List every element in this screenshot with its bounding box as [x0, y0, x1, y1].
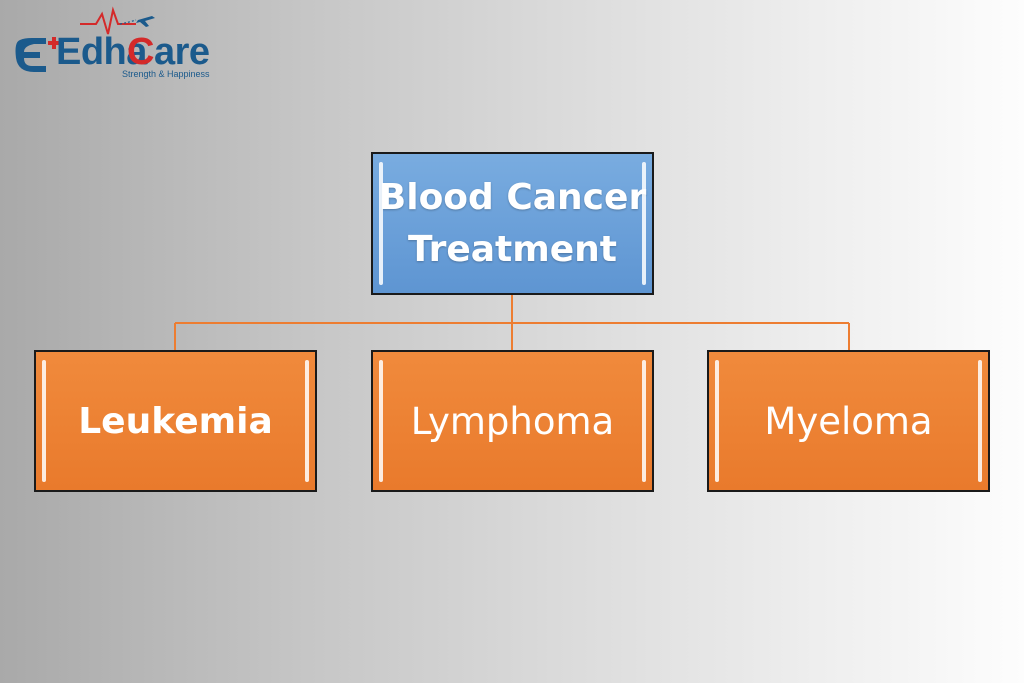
edhacare-logo: Edha Care Strength & Happiness: [12, 6, 227, 86]
root-node-label: Blood Cancer Treatment: [379, 172, 646, 276]
child-node-label: Lymphoma: [410, 399, 615, 443]
logo-heartbeat-plane-icon: [15, 6, 155, 72]
root-node-blood-cancer-treatment: Blood Cancer Treatment: [371, 152, 654, 295]
root-node-line1: Blood Cancer: [378, 176, 647, 218]
child-node-label: Leukemia: [78, 400, 273, 442]
child-node-label: Myeloma: [764, 399, 933, 443]
child-node-lymphoma: Lymphoma: [371, 350, 654, 492]
logo-letter-c: C: [127, 31, 154, 73]
root-node-line2: Treatment: [407, 228, 618, 270]
logo-word-care: Care: [127, 32, 210, 72]
logo-letters-are: are: [153, 31, 210, 73]
logo-word-edha: Edha: [56, 31, 147, 73]
logo-tagline: Strength & Happiness: [122, 69, 210, 79]
child-node-myeloma: Myeloma: [707, 350, 990, 492]
child-node-leukemia: Leukemia: [34, 350, 317, 492]
